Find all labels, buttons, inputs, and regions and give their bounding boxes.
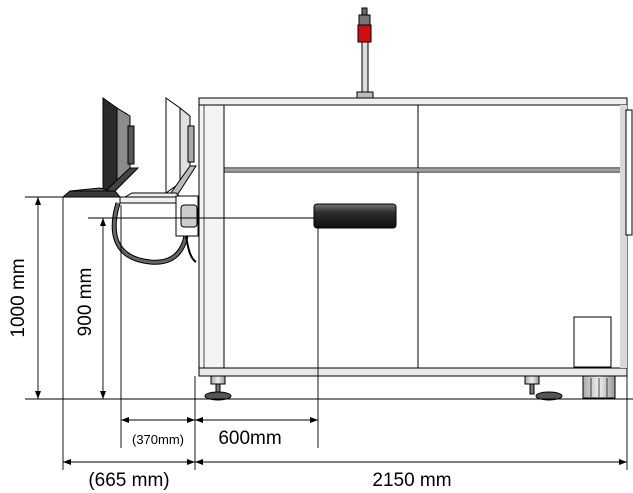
label-length-2150: 2150 mm <box>372 470 451 491</box>
monitor-right <box>165 97 195 194</box>
monitor-left <box>102 97 135 194</box>
label-depth-665: (665 mm) <box>88 470 169 491</box>
label-depth-600: 600mm <box>218 428 281 449</box>
signal-tower <box>356 7 374 99</box>
label-depth-370: (370mm) <box>132 432 184 447</box>
operator-console <box>61 165 199 265</box>
label-height-1000: 1000 mm <box>8 258 29 337</box>
dimension-lines <box>25 196 633 470</box>
door-handle <box>313 203 397 229</box>
machine-feet <box>204 375 616 401</box>
label-height-900: 900 mm <box>75 268 96 337</box>
machine-body <box>198 97 633 377</box>
